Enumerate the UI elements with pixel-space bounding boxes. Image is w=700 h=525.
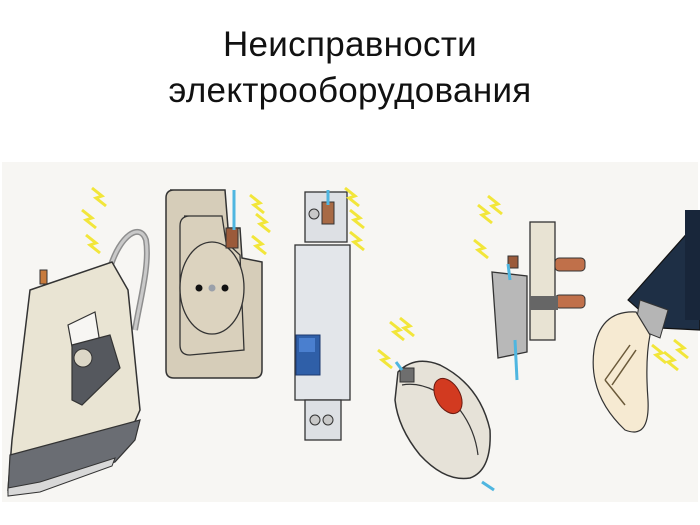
title-line-1: Неисправности xyxy=(222,25,478,64)
circuit-breaker-icon xyxy=(294,186,366,441)
slide-title: Неисправности электрооборудования xyxy=(0,22,700,114)
lamp-icon xyxy=(592,210,700,433)
iron-icon xyxy=(7,186,150,497)
cord-switch-icon xyxy=(376,316,495,492)
title-line-2: электрооборудования xyxy=(168,71,532,110)
plug-icon xyxy=(472,194,586,381)
socket-icon xyxy=(165,189,272,379)
